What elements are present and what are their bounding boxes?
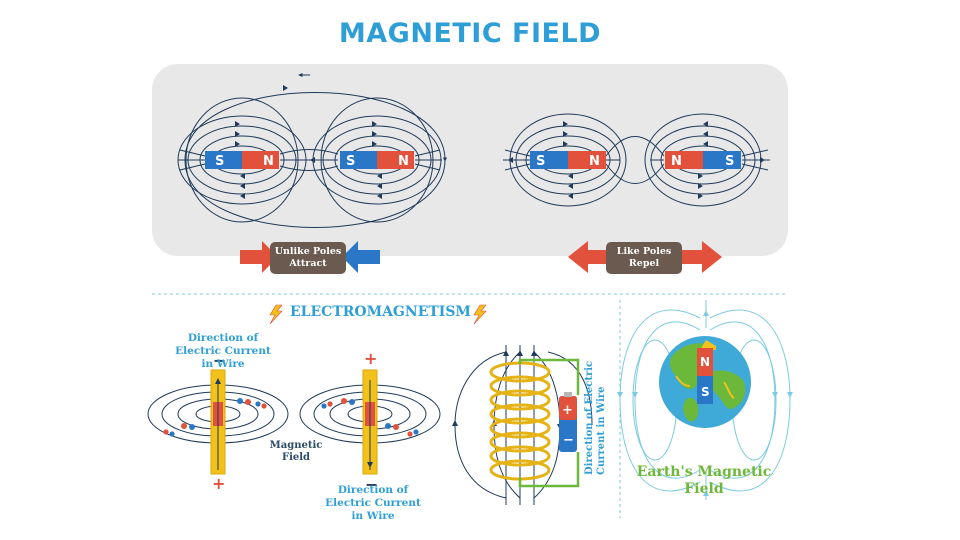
- attract-caption: Unlike Poles Attract: [270, 242, 346, 274]
- page-title: MAGNETIC FIELD: [338, 18, 602, 49]
- electromagnetism-title: ELECTROMAGNETISM: [290, 304, 471, 320]
- attract-field-lines: [177, 73, 448, 228]
- pole-label: S: [725, 154, 734, 169]
- earth-pole-top: N: [700, 355, 710, 369]
- coil-current-label: Direction of Electric Current in Wire: [584, 357, 607, 475]
- wire-1-current-label: Direction of Electric Current in Wire: [175, 332, 271, 370]
- repel-field-lines: [503, 113, 770, 207]
- wire-2-current-label: Direction of Electric Current in Wire: [325, 484, 421, 522]
- battery-plus: +: [562, 403, 573, 418]
- attract-magnet-a: S N: [205, 151, 279, 169]
- repel-arrows: [568, 241, 722, 273]
- solenoid-wire: [518, 358, 580, 488]
- wire-2-top-sign: +: [364, 349, 377, 368]
- wire-2-bottom-sign: −: [365, 475, 378, 494]
- wire-2: + −: [321, 349, 419, 494]
- pole-label: N: [263, 154, 274, 169]
- magnetic-field-label: Magnetic Field: [269, 440, 323, 463]
- repel-magnet-b: N S: [665, 151, 741, 169]
- wire-1: − +: [163, 351, 267, 493]
- pole-label: S: [215, 154, 224, 169]
- earth-magnet: N S: [697, 348, 713, 404]
- attract-field-arrows: [235, 85, 382, 199]
- earth-caption: Earth's Magnetic Field: [636, 464, 772, 497]
- pole-label: N: [589, 154, 600, 169]
- earth-pole-bottom: S: [701, 385, 710, 399]
- solenoid-coil: [489, 361, 551, 481]
- pole-label: S: [536, 154, 545, 169]
- battery: + −: [559, 392, 577, 452]
- pole-label: N: [671, 154, 682, 169]
- repel-magnet-a: S N: [530, 151, 606, 169]
- lightning-icon: [269, 304, 283, 325]
- wire-1-top-sign: −: [213, 351, 226, 370]
- attract-magnet-b: S N: [340, 151, 414, 169]
- wire-1-bottom-sign: +: [212, 474, 225, 493]
- earth-field-lines: [619, 300, 791, 500]
- battery-minus: −: [563, 433, 574, 448]
- pole-label: S: [346, 154, 355, 169]
- pole-label: N: [398, 154, 409, 169]
- attract-arrows: [240, 241, 380, 273]
- lightning-icon: [473, 304, 487, 325]
- repel-caption: Like Poles Repel: [606, 242, 682, 274]
- earth-field-arrows: [617, 310, 793, 496]
- repel-field-arrows: [508, 121, 765, 199]
